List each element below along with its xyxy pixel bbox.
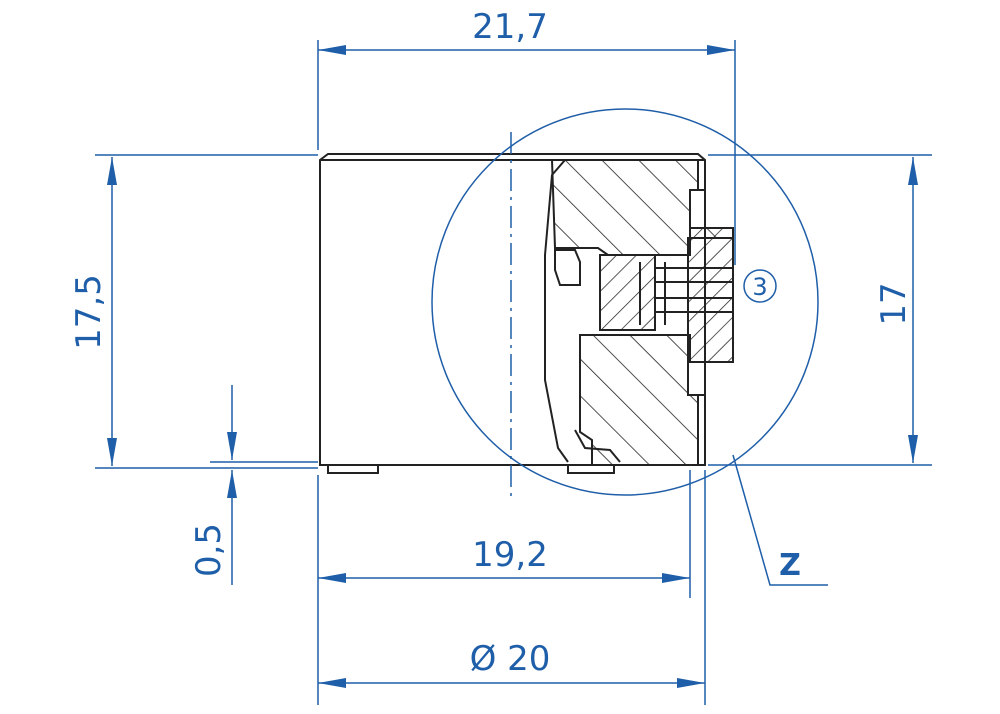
detail-circle xyxy=(431,108,819,496)
dim-inner-length: 19,2 xyxy=(472,535,548,575)
pin-hatch xyxy=(599,254,656,331)
dim-height-right: 17 xyxy=(874,282,914,325)
dimension-lines xyxy=(107,45,918,688)
detail-label-z: Z xyxy=(779,548,801,583)
dim-diameter: Ø 20 xyxy=(470,639,551,679)
detail-leader xyxy=(732,454,828,586)
dim-total-length: 21,7 xyxy=(472,7,548,47)
callout-3: 3 xyxy=(743,269,777,303)
extension-lines xyxy=(95,40,932,705)
inner-contour xyxy=(544,159,733,463)
dim-gap: 0,5 xyxy=(189,523,229,577)
dim-height-left: 17,5 xyxy=(69,274,109,350)
insert-hatch xyxy=(687,227,734,363)
svg-text:3: 3 xyxy=(752,273,767,301)
section-hatch-lower xyxy=(579,334,699,466)
